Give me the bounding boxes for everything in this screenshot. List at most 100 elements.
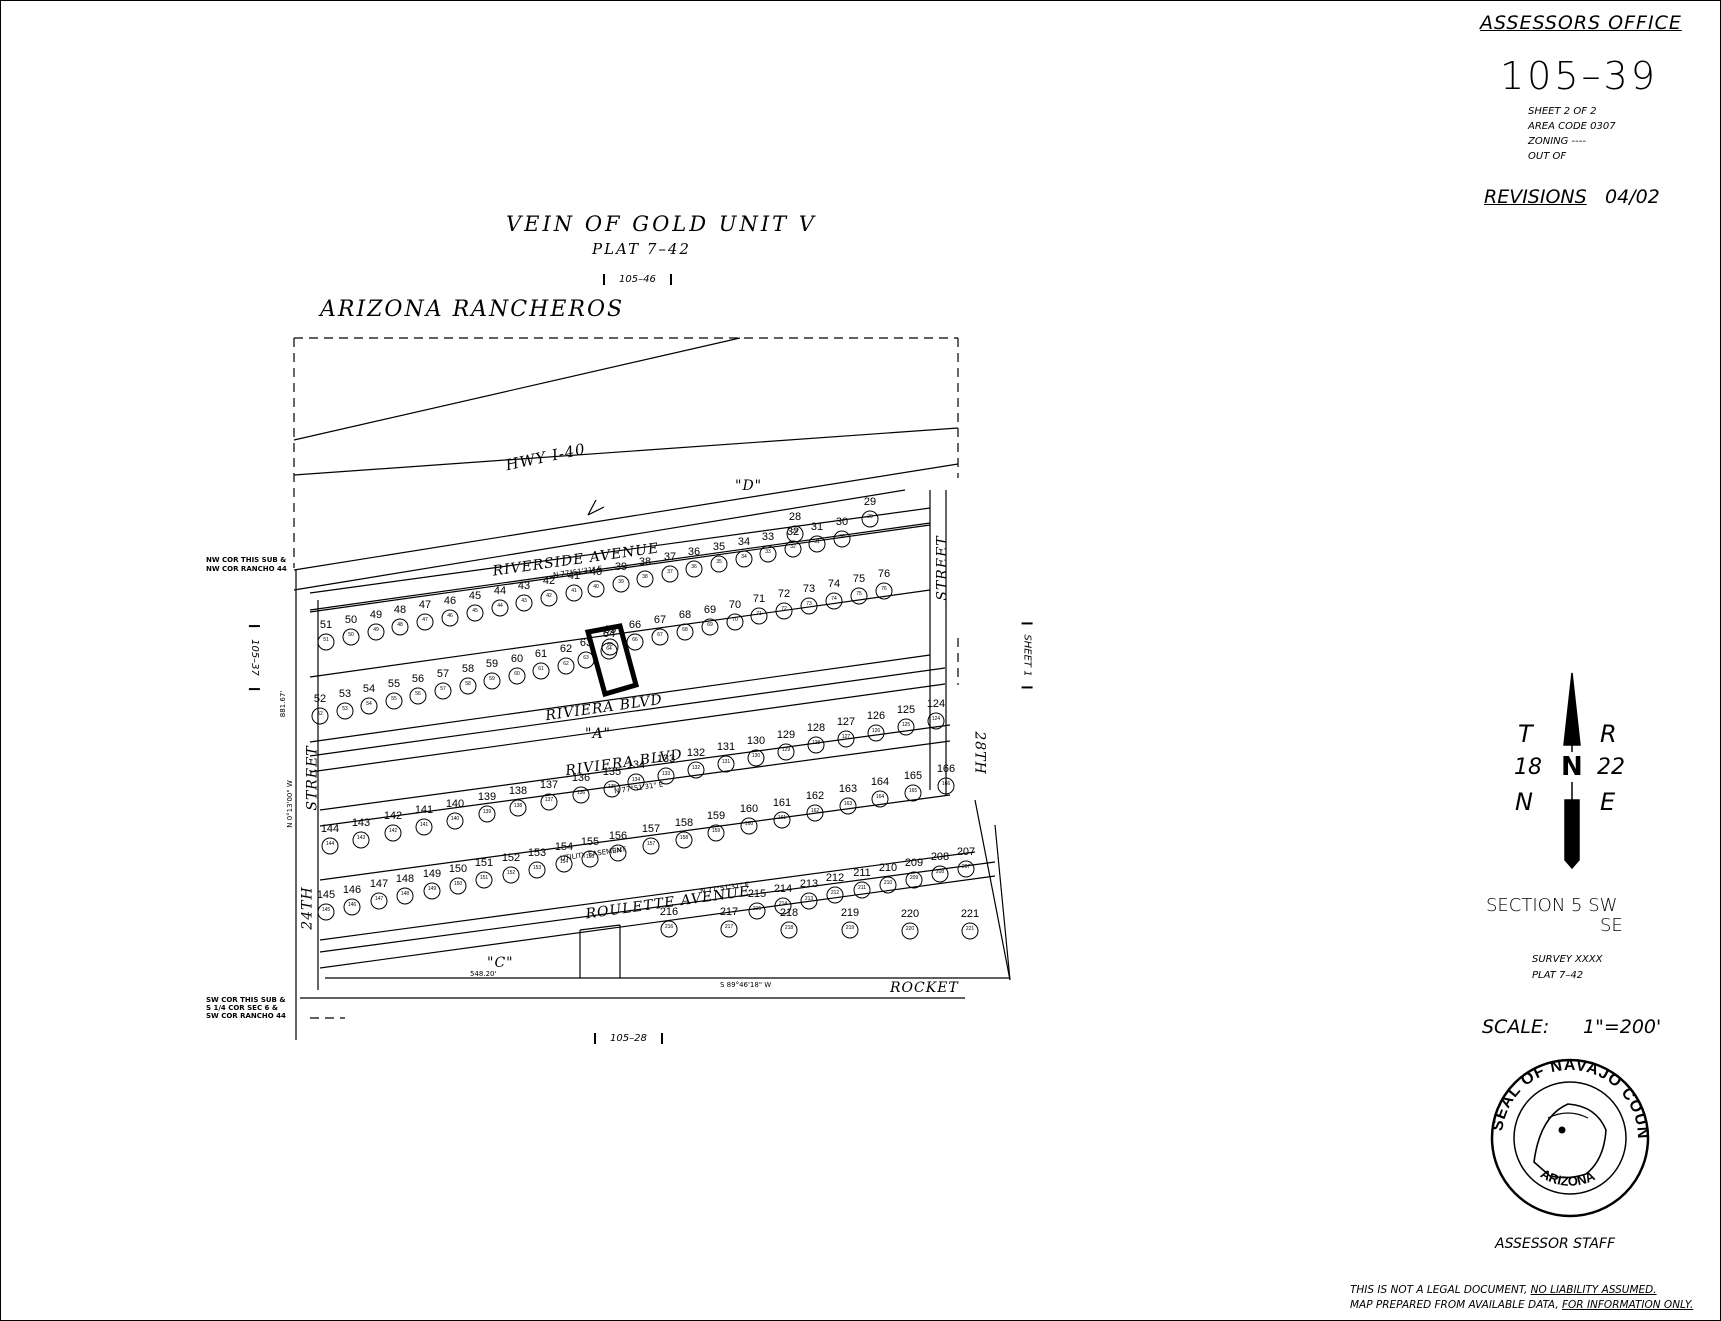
ref-top-pointer[interactable]: 105–46	[603, 274, 672, 285]
ref-bottom-pointer[interactable]: 105–28	[594, 1033, 663, 1044]
ref-left-pointer[interactable]: 105–37	[248, 625, 260, 690]
ref-right-pointer[interactable]: SHEET 1	[1021, 622, 1033, 689]
